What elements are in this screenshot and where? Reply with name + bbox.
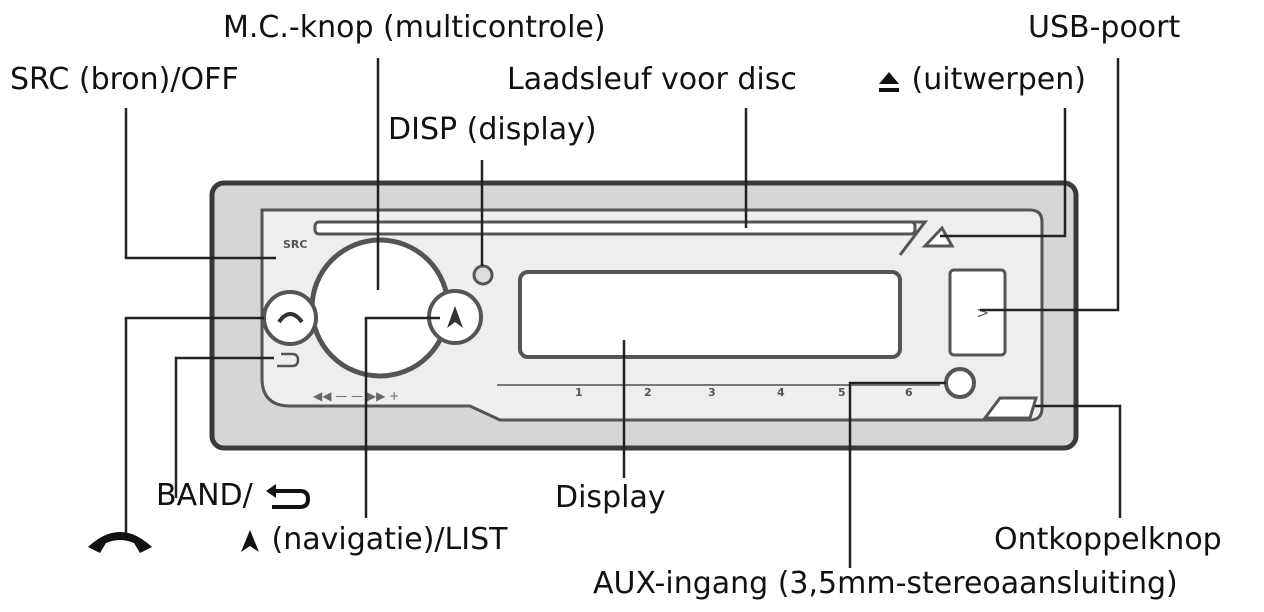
- label-disc-slot: Laadsleuf voor disc: [507, 62, 797, 97]
- phone-symbol: [84, 520, 156, 556]
- preset-2: 2: [644, 386, 652, 399]
- eject-icon: [879, 71, 899, 92]
- label-src-off: SRC (bron)/OFF: [10, 62, 239, 97]
- preset-6: 6: [905, 386, 913, 399]
- preset-3: 3: [708, 386, 716, 399]
- mc-knob: [309, 237, 451, 379]
- label-disp: DISP (display): [388, 112, 597, 147]
- disp-button: [472, 264, 494, 286]
- aux-jack: [944, 367, 976, 399]
- preset-5: 5: [838, 386, 846, 399]
- phone-icon: [88, 531, 152, 553]
- band-text: BAND/: [156, 478, 253, 513]
- preset-1: 1: [575, 386, 583, 399]
- label-band: BAND/: [156, 478, 312, 514]
- display-window: [518, 270, 902, 359]
- src-marking: SRC: [283, 238, 308, 251]
- back-arrow-icon: [266, 483, 311, 509]
- label-navigation: (navigatie)/LIST: [238, 522, 507, 558]
- release-button: [982, 396, 1039, 420]
- leader-lines: [124, 58, 1122, 568]
- svg-text:◀◀ — — ▶▶ +: ◀◀ — — ▶▶ +: [313, 389, 399, 403]
- label-release: Ontkoppelknop: [994, 522, 1222, 557]
- navigation-arrow-icon: [241, 529, 259, 552]
- svg-text:>: >: [976, 303, 989, 322]
- label-display: Display: [555, 480, 666, 515]
- preset-4: 4: [777, 386, 785, 399]
- usb-door: [948, 268, 1007, 357]
- navigation-text: (navigatie)/LIST: [271, 522, 508, 557]
- label-eject: (uitwerpen): [876, 62, 1086, 98]
- phone-button: [262, 290, 318, 346]
- label-usb-port: USB-poort: [1028, 10, 1181, 45]
- eject-text: (uitwerpen): [911, 62, 1086, 97]
- disc-slot: [313, 220, 917, 236]
- label-aux: AUX-ingang (3,5mm-stereoaansluiting): [593, 566, 1178, 601]
- label-mc-knob: M.C.-knop (multicontrole): [223, 10, 606, 45]
